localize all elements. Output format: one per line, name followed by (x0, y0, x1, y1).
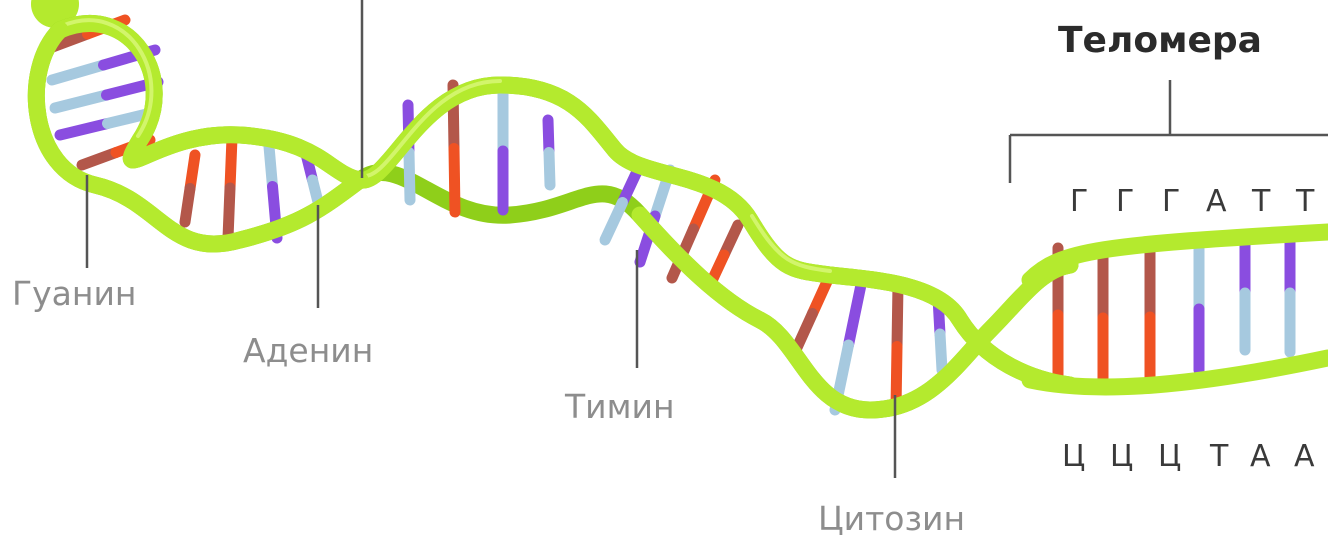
telomere-strand-top (1030, 232, 1328, 280)
adenine-label: Аденин (243, 331, 373, 370)
thymine-label: Тимин (564, 387, 675, 426)
base-pair-segment-guanine (897, 285, 898, 347)
seq-bottom-letter: А (1250, 439, 1271, 474)
base-pair-segment-adenine (549, 153, 550, 186)
base-pair-segment-cytosine (230, 138, 232, 188)
seq-bottom-letter: Ц (1110, 439, 1133, 474)
seq-top-letter: А (1206, 184, 1227, 219)
base-pair-segment-adenine (409, 153, 410, 201)
telomere-strand-bottom (1030, 358, 1328, 387)
seq-bottom-letter: А (1294, 439, 1315, 474)
base-pair-segment-thymine (60, 124, 108, 136)
base-pair-segment-adenine (940, 334, 942, 370)
telomere-title: Теломера (1058, 20, 1262, 61)
base-pair-segment-adenine (52, 65, 104, 80)
telomere-bracket (1010, 80, 1328, 183)
seq-bottom-letter: Т (1209, 439, 1229, 474)
seq-top-letter: Т (1295, 184, 1315, 219)
seq-top-letter: Г (1116, 184, 1134, 219)
seq-top-letter: Г (1162, 184, 1180, 219)
telomere-sequence-top: Г Г Г А Т Т (1070, 184, 1315, 219)
guanine-label: Гуанин (12, 274, 136, 313)
seq-bottom-letter: Ц (1158, 439, 1181, 474)
seq-top-letter: Г (1070, 184, 1088, 219)
telomere-sequence-bottom: Ц Ц Ц Т А А (1062, 439, 1315, 474)
base-pair-segment-thymine (849, 280, 863, 345)
base-pair-segment-guanine (185, 189, 190, 223)
base-pair-segment-guanine (228, 188, 230, 238)
seq-top-letter: Т (1251, 184, 1271, 219)
seq-bottom-letter: Ц (1062, 439, 1085, 474)
cytosine-label: Цитозин (818, 499, 965, 536)
base-pair-segment-cytosine (454, 149, 455, 213)
base-pairs (50, 20, 1290, 410)
base-pair-segment-adenine (605, 203, 623, 241)
base-pair-segment-adenine (55, 95, 107, 108)
